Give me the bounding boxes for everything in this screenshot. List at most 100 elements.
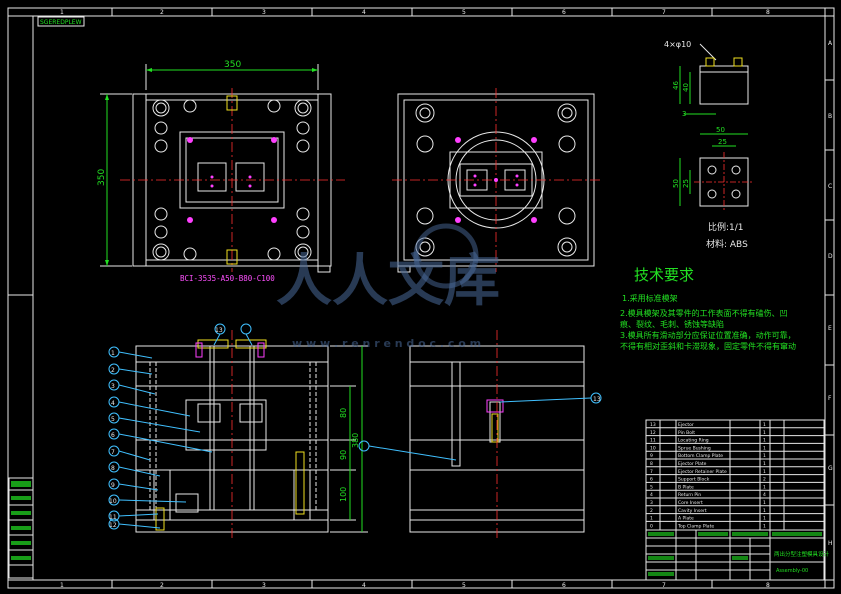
col-number: 7 xyxy=(662,582,666,589)
dim-50-side: 50 xyxy=(672,179,680,188)
col-number: 5 xyxy=(462,582,466,589)
col-number: 1 xyxy=(60,582,64,589)
side-section-view: 13 xyxy=(358,330,602,540)
watermark: 人人文库 w w w . r e n r e n d o c . c o m xyxy=(276,223,500,350)
dim-width-350: 350 xyxy=(224,60,241,70)
bom-no: 4 xyxy=(650,492,653,498)
dim-100: 100 xyxy=(339,487,348,502)
dim-80: 80 xyxy=(339,408,348,418)
bom-no: 13 xyxy=(650,422,656,428)
bom-name: Support Block xyxy=(678,477,710,483)
drawing-number: Assembly-00 xyxy=(776,568,808,574)
balloon-label: 4 xyxy=(111,400,115,407)
bom-qty: 1 xyxy=(763,516,766,522)
part-balloons: 1 2 3 4 5 6 7 8 9 10 11 12 13 xyxy=(108,323,253,530)
bom-no: 10 xyxy=(650,445,656,451)
row-letter: E xyxy=(828,325,832,332)
tech-req-title: 技术要求 xyxy=(634,266,694,284)
bom-no: 9 xyxy=(650,453,653,459)
bom-qty: 1 xyxy=(763,453,766,459)
bom-qty: 4 xyxy=(763,492,766,498)
bom-no: 12 xyxy=(650,430,656,436)
dim-25-top: 25 xyxy=(718,138,727,146)
row-letter: G xyxy=(828,465,833,472)
dim-46: 46 xyxy=(672,81,680,90)
dim-height-350: 350 xyxy=(97,169,107,186)
tech-req-item-3: 3.模具所有滑动部分应保证位置准确，动作可靠，不得有相对歪斜和卡滞现象，固定零件… xyxy=(620,331,796,351)
dim-90: 90 xyxy=(339,450,348,460)
bom-name: Ejector xyxy=(678,422,694,428)
title-block: 两出分型注塑模具设计 Assembly-00 xyxy=(645,529,830,581)
bom-no: 11 xyxy=(650,438,656,444)
bom-qty: 1 xyxy=(763,500,766,506)
balloon-label: 3 xyxy=(111,383,115,390)
balloon-label: 9 xyxy=(111,482,115,489)
dim-40: 40 xyxy=(682,83,690,92)
bom-qty: 1 xyxy=(763,422,766,428)
col-number: 6 xyxy=(562,582,566,589)
col-number: 4 xyxy=(362,582,366,589)
bom-no: 7 xyxy=(650,469,653,475)
tech-req-items-wrap: 2.模具模架及其零件的工作表面不得有磕伤、凹痕、裂纹、毛刺、锈蚀等缺陷 3.模具… xyxy=(620,309,796,351)
balloon-label: 6 xyxy=(111,432,115,439)
tech-req-item-2: 2.模具模架及其零件的工作表面不得有磕伤、凹痕、裂纹、毛刺、锈蚀等缺陷 xyxy=(620,309,788,329)
bom-name: Ejector Retainer Plate xyxy=(678,469,727,475)
dim-3: 3 xyxy=(682,110,686,118)
watermark-brand: 人人文库 xyxy=(276,249,500,314)
bom-qty: 2 xyxy=(763,477,766,483)
col-number: 7 xyxy=(662,9,666,16)
top-view-moving-half xyxy=(392,88,600,273)
balloon-label: 12 xyxy=(109,522,117,529)
dim-25-side: 25 xyxy=(682,179,690,188)
col-number: 3 xyxy=(262,9,266,16)
col-number: 2 xyxy=(160,9,164,16)
col-number: 8 xyxy=(766,582,770,589)
balloon-label: 2 xyxy=(111,367,115,374)
bom-name: Pin Bolt xyxy=(678,430,695,436)
scale-note: 比例:1/1 xyxy=(708,221,744,233)
col-number: 4 xyxy=(362,9,366,16)
col-number: 8 xyxy=(766,9,770,16)
bom-no: 5 xyxy=(650,484,653,490)
bom-name: Return Pin xyxy=(678,492,701,498)
dim-380: 380 xyxy=(351,433,360,448)
part-insert-views: 4×φ10 46 40 3 50 25 50 25 比例:1/1 材料: ABS xyxy=(664,40,754,250)
bom-name: B Plate xyxy=(678,484,694,490)
bom-name: Cavity Insert xyxy=(678,508,707,514)
top-view-fixed-half: 350 350 BCI-3535-A50-B80-C10 xyxy=(97,60,345,283)
bom-no: 0 xyxy=(650,523,653,529)
balloon-label: 13 xyxy=(593,396,601,403)
row-letter: C xyxy=(828,183,832,190)
material-note: 材料: ABS xyxy=(706,238,748,250)
bom-name: Bottom Clamp Plate xyxy=(678,453,723,459)
bom-name: Core Insert xyxy=(678,500,703,506)
drawing-title: 两出分型注塑模具设计 xyxy=(774,550,830,558)
row-letter: D xyxy=(828,253,833,260)
col-number: 2 xyxy=(160,582,164,589)
balloon-label: 13 xyxy=(215,327,223,334)
assembly-section-view: 80 90 100 380 1 2 3 4 5 6 7 8 xyxy=(108,323,368,540)
balloon-label: 1 xyxy=(111,350,115,357)
balloon-label: 5 xyxy=(111,416,115,423)
dim-50-top: 50 xyxy=(716,126,725,134)
drawing-tag: SGEREDPLEW xyxy=(40,19,82,26)
bom-qty: 1 xyxy=(763,484,766,490)
bill-of-materials: 13 Ejector 1 12 Pin Bolt 1 11 Locating R… xyxy=(645,419,825,531)
row-letter: H xyxy=(828,540,833,547)
row-letter: A xyxy=(828,40,833,47)
bom-qty: 1 xyxy=(763,469,766,475)
bom-qty: 1 xyxy=(763,508,766,514)
bom-qty: 1 xyxy=(763,461,766,467)
bom-name: Locating Ring xyxy=(678,438,709,444)
bom-qty: 1 xyxy=(763,438,766,444)
bom-name: Sprue Bushing xyxy=(678,445,711,451)
bom-no: 8 xyxy=(650,461,653,467)
col-number: 3 xyxy=(262,582,266,589)
col-number: 5 xyxy=(462,9,466,16)
bom-qty: 1 xyxy=(763,430,766,436)
bom-qty: 1 xyxy=(763,523,766,529)
row-letter: B xyxy=(828,113,832,120)
bom-qty: 1 xyxy=(763,445,766,451)
hole-callout: 4×φ10 xyxy=(664,40,691,49)
